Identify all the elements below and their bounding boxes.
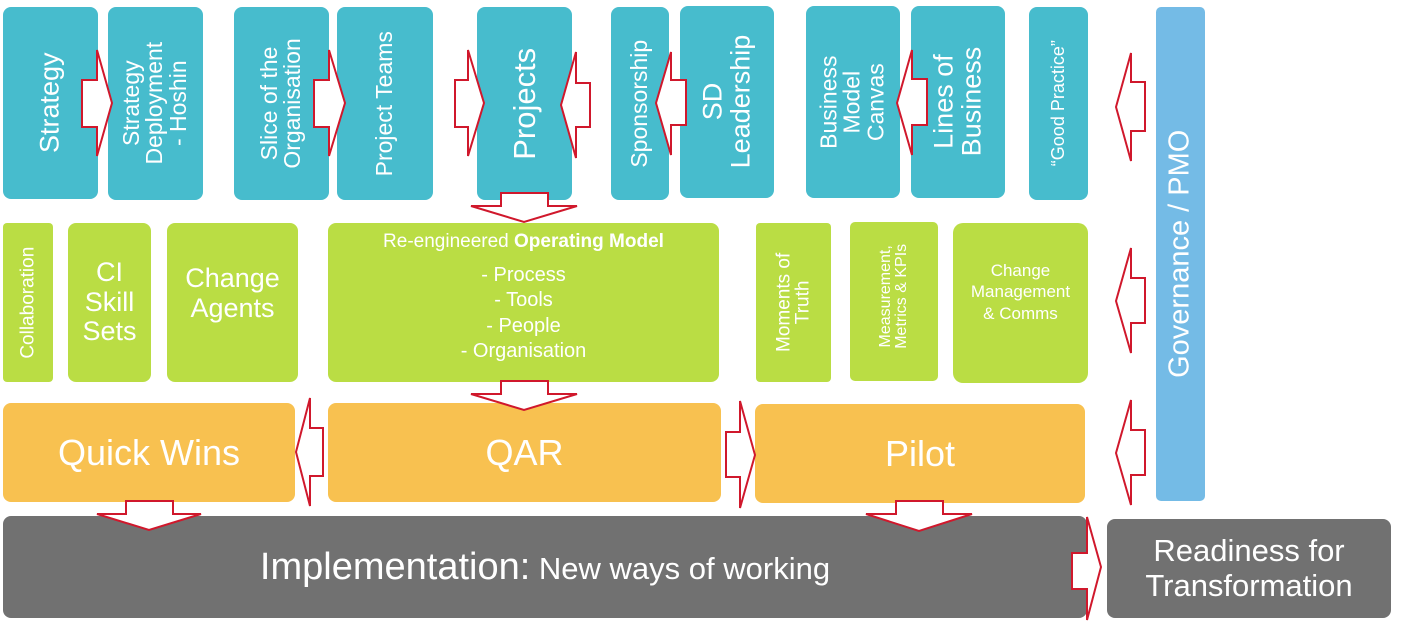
operating-model-list: - Process - Tools - People - Organisatio… (461, 263, 587, 365)
arrow-governance-to-change-mgmt (1114, 247, 1146, 354)
line: Management (970, 282, 1071, 302)
arrow-governance-to-good-practice (1114, 52, 1146, 162)
arrow-qar-to-pilot (725, 400, 757, 509)
collaboration-label: Collaboration (17, 246, 39, 359)
strategy-label: Strategy (34, 52, 65, 154)
line: Transformation (1145, 567, 1353, 603)
implementation-text: Implementation: New ways of working (260, 546, 830, 589)
strategy-box[interactable]: Strategy (3, 7, 98, 199)
line: Change (990, 261, 1051, 281)
line: Lines of (928, 54, 959, 150)
line: Sets (82, 316, 137, 347)
business-model-canvas-label: Business Model Canvas (815, 55, 889, 149)
measurement-label: Measurement, Metrics & KPIs (876, 244, 911, 349)
lines-of-business-box[interactable]: Lines of Business (911, 6, 1005, 198)
pilot-label: Pilot (884, 432, 956, 474)
sd-leadership-box[interactable]: SD Leadership (680, 6, 774, 198)
readiness-box[interactable]: Readiness for Transformation (1107, 519, 1391, 618)
pilot-box[interactable]: Pilot (755, 404, 1085, 503)
change-management-label: Change Management & Comms (971, 260, 1070, 324)
slice-of-organisation-label: Slice of the Organisation (256, 38, 306, 169)
line: CI (96, 256, 123, 287)
project-teams-label: Project Teams (371, 30, 398, 177)
good-practice-box[interactable]: “Good Practice” (1029, 7, 1088, 200)
projects-label: Projects (506, 47, 542, 160)
measurement-box[interactable]: Measurement, Metrics & KPIs (850, 222, 938, 381)
quick-wins-label: Quick Wins (57, 431, 241, 473)
list-item: - People (486, 314, 561, 337)
change-management-box[interactable]: Change Management & Comms (953, 223, 1088, 383)
line: Readiness for (1153, 532, 1345, 568)
ci-skill-sets-label: CI Skill Sets (82, 256, 137, 347)
lines-of-business-label: Lines of Business (928, 47, 986, 157)
slice-of-organisation-box[interactable]: Slice of the Organisation (234, 7, 329, 200)
good-practice-label: “Good Practice” (1048, 40, 1069, 167)
list-item: - Organisation (460, 340, 587, 363)
line: Change (185, 262, 280, 293)
line: & Comms (983, 303, 1058, 323)
line: Leadership (725, 35, 756, 169)
governance-pmo-label: Governance / PMO (1163, 129, 1196, 379)
line: - Hoshin (165, 60, 192, 147)
sponsorship-label: Sponsorship (626, 39, 653, 168)
arrow-qar-to-quick-wins (294, 397, 324, 507)
line: Deployment (141, 42, 168, 165)
operating-model-box[interactable]: Re-engineered Operating Model - Process … (328, 223, 719, 382)
list-item: - Tools (494, 289, 553, 312)
line: Strategy (118, 60, 145, 147)
business-model-canvas-box[interactable]: Business Model Canvas (806, 6, 900, 198)
title-bold: Operating Model (514, 231, 664, 252)
qar-label: QAR (485, 431, 564, 473)
line: Business (956, 47, 986, 157)
projects-box[interactable]: Projects (477, 7, 572, 200)
governance-pmo-bar[interactable]: Governance / PMO (1156, 7, 1205, 501)
change-agents-label: Change Agents (185, 262, 280, 323)
line: Organisation (279, 38, 306, 169)
moments-of-truth-label: Moments of Truth (773, 252, 814, 353)
line: Moments of (773, 252, 795, 353)
strategy-deployment-label: Strategy Deployment - Hoshin (118, 42, 192, 165)
sd-leadership-label: SD Leadership (697, 35, 756, 169)
line: SD (697, 83, 728, 121)
change-agents-box[interactable]: Change Agents (167, 223, 298, 382)
project-teams-box[interactable]: Project Teams (337, 7, 433, 200)
sponsorship-box[interactable]: Sponsorship (611, 7, 669, 200)
strategy-deployment-box[interactable]: Strategy Deployment - Hoshin (108, 7, 203, 200)
ci-skill-sets-box[interactable]: CI Skill Sets (68, 223, 151, 382)
line: Truth (792, 280, 814, 325)
line: Skill (84, 286, 135, 317)
quick-wins-box[interactable]: Quick Wins (3, 403, 295, 502)
line: Model (839, 70, 866, 134)
line: Measurement, (876, 245, 894, 348)
implementation-label: Implementation: (259, 545, 531, 588)
collaboration-box[interactable]: Collaboration (3, 223, 53, 382)
arrow-governance-to-pilot (1114, 399, 1146, 506)
line: Metrics & KPIs (893, 244, 910, 349)
title-prefix: Re-engineered (383, 231, 515, 252)
implementation-sublabel: New ways of working (530, 550, 831, 586)
line: Slice of the (256, 46, 283, 161)
line: Agents (190, 292, 275, 323)
moments-of-truth-box[interactable]: Moments of Truth (756, 223, 831, 382)
readiness-label: Readiness for Transformation (1145, 532, 1353, 603)
operating-model-title: Re-engineered Operating Model (383, 231, 664, 253)
list-item: - Process (481, 264, 566, 286)
line: Business (815, 55, 842, 149)
line: Canvas (862, 63, 889, 141)
qar-box[interactable]: QAR (328, 403, 721, 502)
implementation-box[interactable]: Implementation: New ways of working (3, 516, 1087, 618)
